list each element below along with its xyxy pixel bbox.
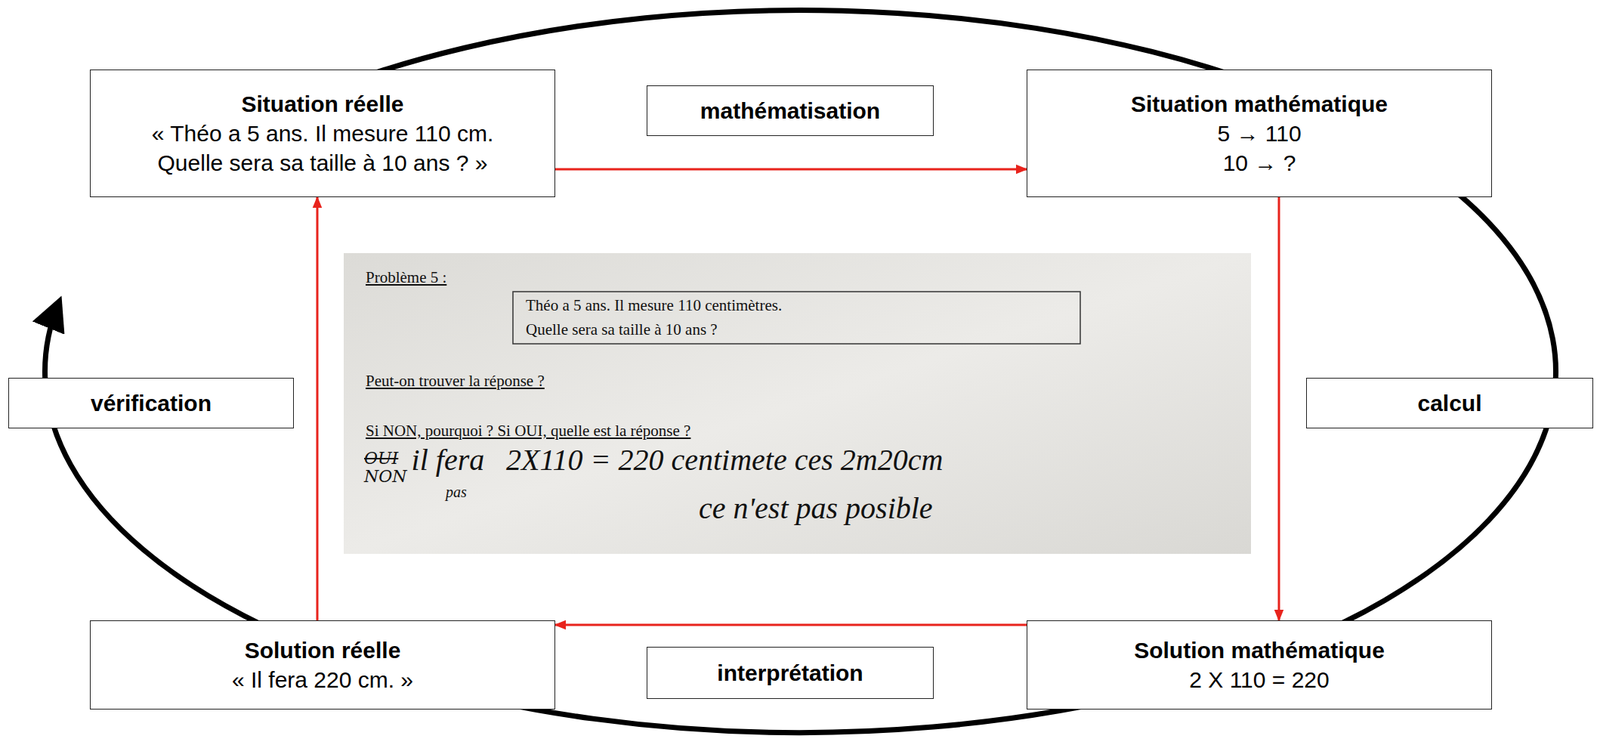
stage-box: Situation réelle« Théo a 5 ans. Il mesur…	[89, 69, 556, 198]
box-heading: Solution réelle	[132, 635, 513, 665]
worksheet-text: Si NON, pourquoi ? Si OUI, quelle est la…	[365, 421, 691, 440]
handwriting: OUI	[364, 448, 399, 468]
stage-box: Solution mathématique2 X 110 = 220	[1026, 620, 1492, 710]
step-label: interprétation	[716, 660, 863, 686]
worksheet-text: Peut-on trouver la réponse ?	[365, 371, 545, 390]
handwriting: NON	[364, 466, 408, 486]
stage-box: Solution réelle« Il fera 220 cm. »	[89, 620, 556, 710]
stage-box: Situation mathématique5 → 11010 → ?	[1026, 69, 1492, 198]
step-arrow	[1278, 197, 1281, 621]
worksheet-text: Théo a 5 ans. Il mesure 110 centimètres.	[525, 296, 782, 315]
box-text: 5 → 110	[1069, 118, 1449, 149]
student-photo	[343, 253, 1251, 554]
step-arrow	[555, 168, 1027, 171]
step-label: calcul	[1417, 390, 1482, 417]
handwriting: ce n'est pas posible	[698, 491, 933, 526]
handwriting: pas	[445, 483, 467, 501]
worksheet-text: Quelle sera sa taille à 10 ans ?	[525, 320, 718, 339]
box-text: « Théo a 5 ans. Il mesure 110 cm. Quelle…	[132, 118, 513, 178]
box-heading: Situation réelle	[132, 89, 513, 119]
cycle-ellipse	[44, 10, 1556, 733]
step-box: vérification	[8, 377, 294, 429]
box-text: « Il fera 220 cm. »	[132, 664, 513, 695]
box-heading: Situation mathématique	[1069, 89, 1449, 119]
box-text: 10 → ?	[1069, 148, 1449, 178]
step-box: mathématisation	[646, 85, 934, 136]
handwriting: il fera	[411, 442, 485, 478]
step-arrow	[555, 623, 1027, 627]
box-heading: Solution mathématique	[1069, 635, 1449, 665]
step-arrow	[316, 197, 319, 621]
step-box: calcul	[1306, 377, 1594, 429]
worksheet-text: Problème 5 :	[365, 268, 447, 287]
handwriting: 2X110 = 220 centimete ces 2m20cm	[506, 442, 943, 478]
step-box: interprétation	[646, 646, 934, 699]
step-label: mathématisation	[700, 98, 881, 124]
box-text: 2 X 110 = 220	[1069, 664, 1449, 695]
problem-frame	[512, 291, 1081, 344]
step-label: vérification	[90, 390, 212, 417]
